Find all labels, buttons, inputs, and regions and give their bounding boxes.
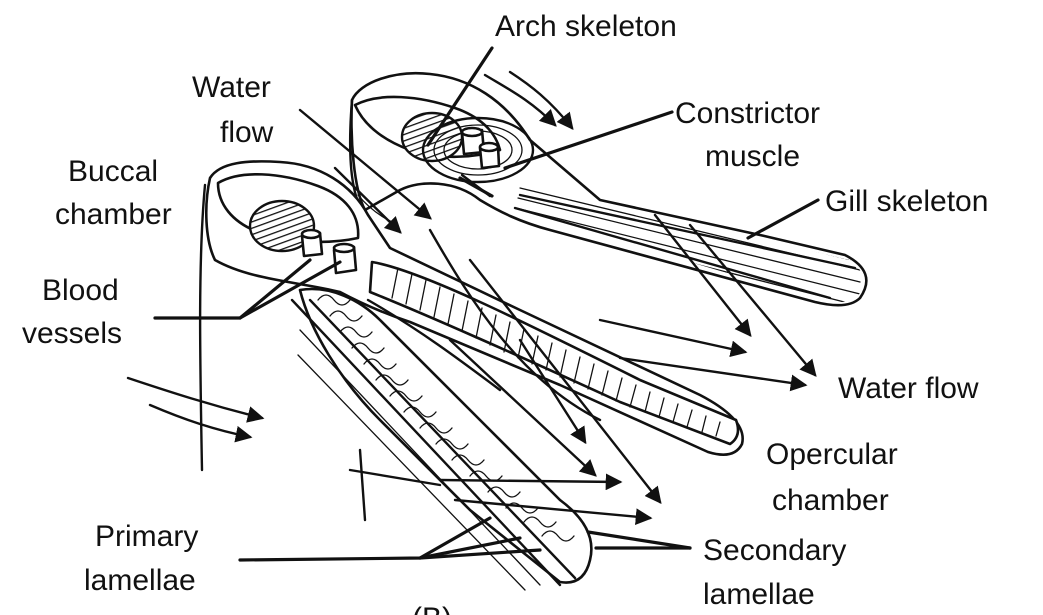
label-opercular-2: chamber	[772, 484, 889, 517]
gill-skeleton-leader	[748, 200, 818, 238]
label-blood-2: vessels	[22, 317, 122, 350]
label-water-flow-top-1: Water	[192, 71, 271, 104]
label-secondary-1: Secondary	[703, 534, 846, 567]
label-secondary-2: lamellae	[703, 578, 815, 611]
label-gill-skeleton: Gill skeleton	[825, 185, 988, 218]
label-panel: (B)	[412, 602, 452, 615]
label-buccal-2: chamber	[55, 198, 172, 231]
label-water-flow-right: Water flow	[838, 372, 979, 405]
label-opercular-1: Opercular	[766, 438, 898, 471]
secondary-lamellae-leader-a	[588, 532, 690, 548]
label-constrictor-1: Constrictor	[675, 97, 820, 130]
label-buccal-1: Buccal	[68, 155, 158, 188]
label-primary-1: Primary	[95, 520, 198, 553]
buccal-wall-line	[200, 185, 205, 470]
label-constrictor-2: muscle	[705, 140, 800, 173]
label-primary-2: lamellae	[84, 564, 196, 597]
label-arch-skeleton: Arch skeleton	[495, 10, 677, 43]
opercular-lines	[360, 450, 365, 520]
label-blood-1: Blood	[42, 274, 119, 307]
label-water-flow-top-2: flow	[220, 116, 274, 149]
